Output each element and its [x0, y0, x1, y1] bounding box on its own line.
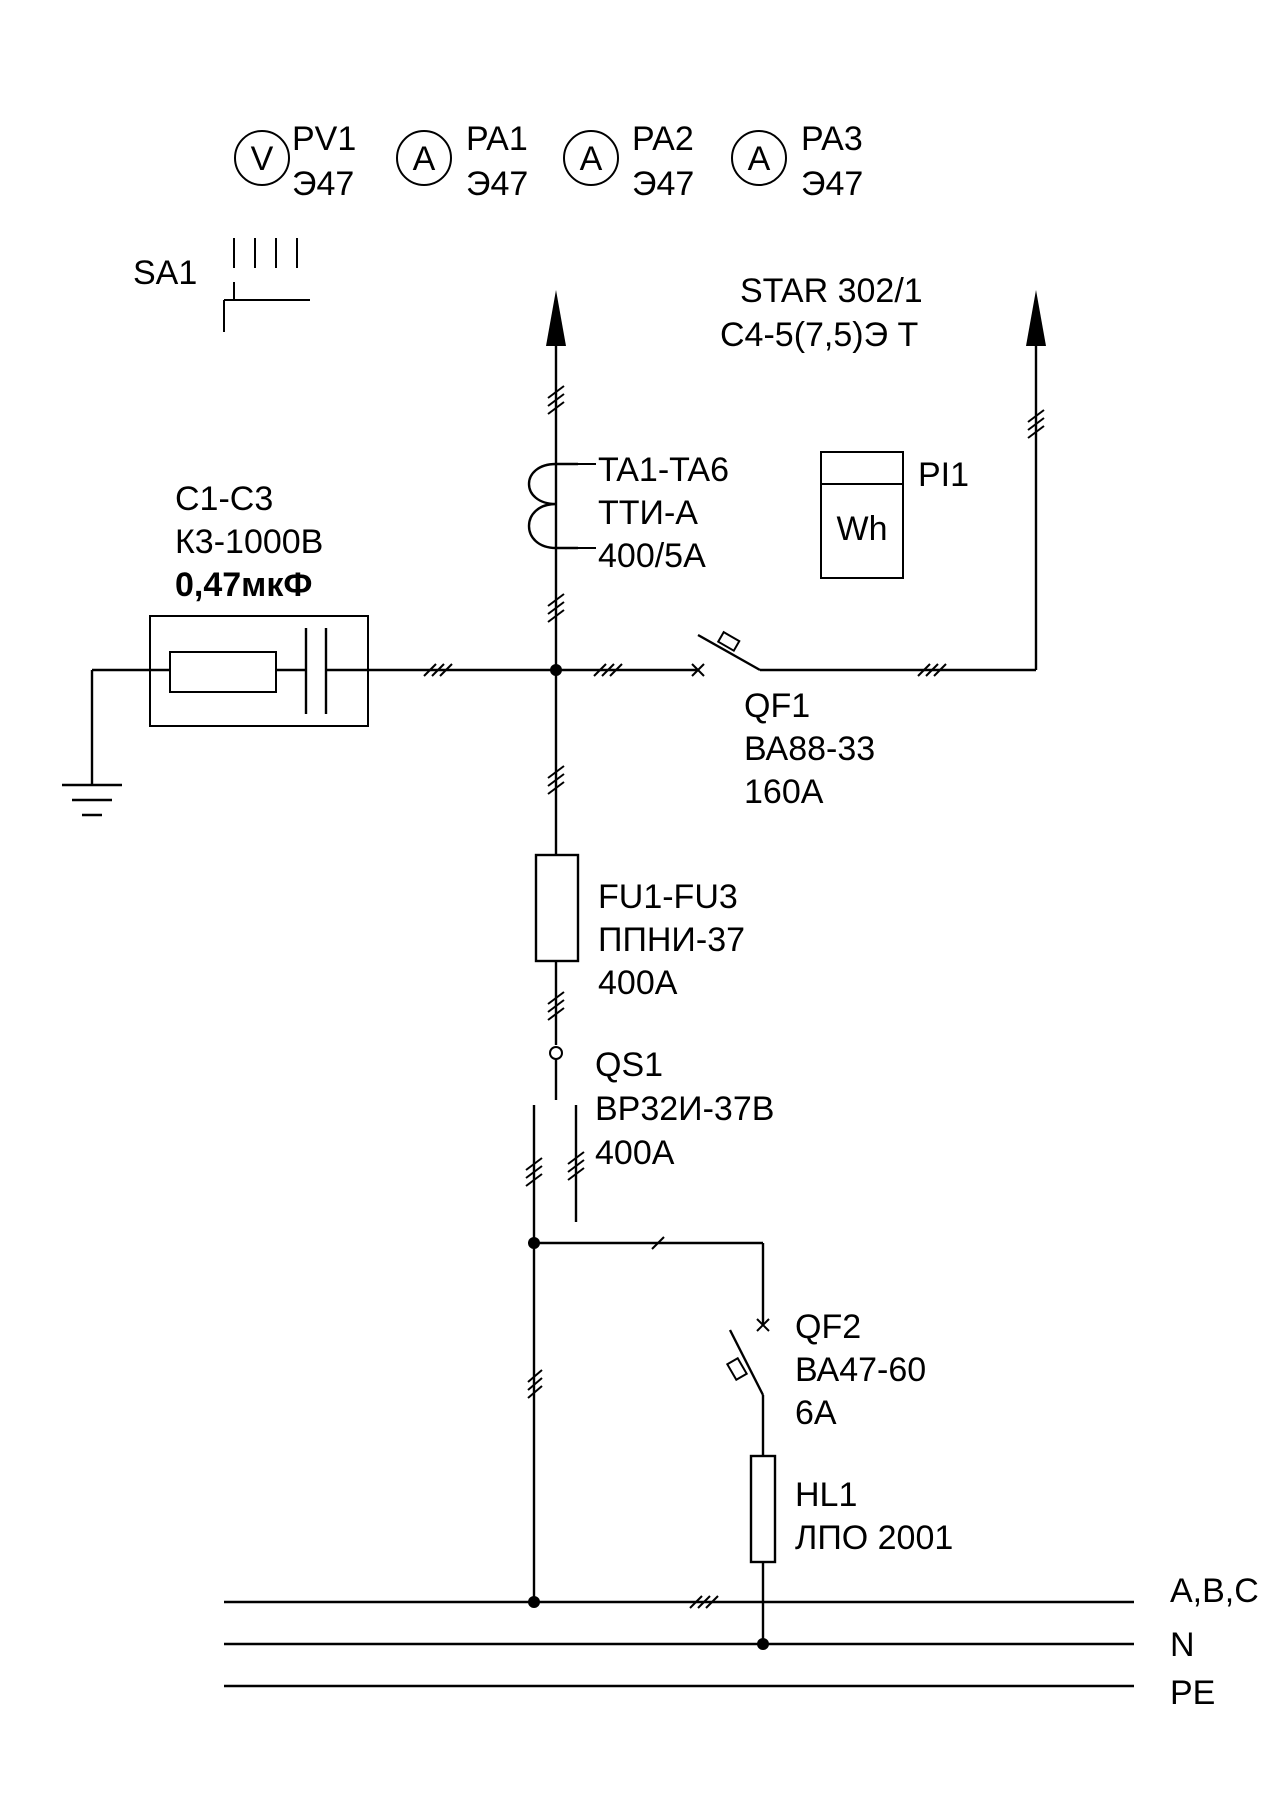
- junction-node: [757, 1638, 769, 1650]
- qf2-type: ВА47-60: [795, 1351, 926, 1389]
- ammeter-symbol: [731, 130, 787, 186]
- ammeter-symbol: [396, 130, 452, 186]
- resistor-symbol: [169, 651, 277, 693]
- ammeter-tag: PA1: [466, 120, 528, 158]
- qf1-tag: QF1: [744, 687, 810, 725]
- ammeter-letter: A: [748, 140, 771, 178]
- breaker-cross-icon: [756, 1318, 770, 1332]
- ct-tag: TA1-TA6: [598, 451, 729, 489]
- ground-icon: [62, 783, 122, 817]
- breaker-qf2: QF2 ВА47-60 6А: [527, 1236, 926, 1456]
- ammeter-tag: PA2: [632, 120, 694, 158]
- ammeter-type: Э47: [632, 165, 694, 203]
- disconnector-qs1: QS1 ВР32И-37В 400А: [525, 1046, 774, 1560]
- voltmeter-type: Э47: [292, 165, 354, 203]
- meter-model: STAR 302/1: [740, 272, 923, 310]
- meter-symbol: Wh: [837, 510, 888, 548]
- meter-spec: С4-5(7,5)Э Т: [720, 316, 918, 354]
- phase-ticks: [547, 385, 565, 1021]
- energy-meter-pi1: STAR 302/1 С4-5(7,5)Э Т Wh PI1: [720, 272, 969, 579]
- ammeter-pa2: A PA2 Э47: [563, 120, 694, 203]
- bus-lines: A,B,C N PE: [224, 1560, 1259, 1712]
- capacitor-type: К3-1000В: [175, 523, 323, 561]
- qs1-type: ВР32И-37В: [595, 1090, 774, 1128]
- lamp-hl1: HL1 ЛПО 2001: [749, 1454, 953, 1644]
- breaker-trip-icon: [716, 630, 741, 653]
- bus-phases-label: A,B,C: [1170, 1572, 1259, 1610]
- ammeter-pa3: A PA3 Э47: [731, 120, 863, 203]
- ammeter-letter: A: [580, 140, 603, 178]
- qf1-type: ВА88-33: [744, 730, 875, 768]
- capacitor-value: 0,47мкФ: [175, 566, 312, 604]
- switch-sa1: SA1: [133, 238, 310, 332]
- breaker-qf1: QF1 ВА88-33 160А: [556, 290, 1046, 811]
- ct-type: ТТИ-А: [598, 494, 698, 532]
- current-transformer-ta: TA1-TA6 ТТИ-А 400/5А: [528, 451, 729, 575]
- qs1-tag: QS1: [595, 1046, 663, 1084]
- meter-box: [820, 451, 904, 579]
- hl1-type: ЛПО 2001: [795, 1519, 953, 1557]
- voltmeter-pv1: V PV1 Э47: [234, 120, 356, 203]
- hl1-tag: HL1: [795, 1476, 857, 1514]
- ammeter-pa1: A PA1 Э47: [396, 120, 528, 203]
- qf1-rating: 160А: [744, 773, 824, 811]
- ct-ratio: 400/5А: [598, 537, 706, 575]
- breaker-trip-icon: [725, 1356, 749, 1382]
- ammeter-tag: PA3: [801, 120, 863, 158]
- fuse-tag: FU1-FU3: [598, 878, 738, 916]
- fuse-rating: 400А: [598, 964, 678, 1002]
- qs1-rating: 400А: [595, 1134, 675, 1172]
- junction-node: [528, 1596, 540, 1608]
- meter-tag: PI1: [918, 456, 969, 494]
- bus-protective-label: PE: [1170, 1674, 1215, 1712]
- ammeter-type: Э47: [466, 165, 528, 203]
- arrow-up-icon: [1026, 290, 1046, 346]
- qf2-rating: 6А: [795, 1394, 837, 1432]
- arrow-up-icon: [546, 290, 566, 346]
- voltmeter-letter: V: [251, 140, 274, 178]
- voltmeter-symbol: [234, 130, 290, 186]
- switch-sa1-tag: SA1: [133, 254, 197, 292]
- qf2-tag: QF2: [795, 1308, 861, 1346]
- capacitor-tag: С1-С3: [175, 480, 273, 518]
- voltmeter-tag: PV1: [292, 120, 356, 158]
- fuse-type: ППНИ-37: [598, 921, 745, 959]
- breaker-cross-icon: [691, 663, 705, 677]
- ammeter-letter: A: [413, 140, 436, 178]
- bus-neutral-label: N: [1170, 1626, 1195, 1664]
- ammeter-type: Э47: [801, 165, 863, 203]
- fuse-fu1-fu3: FU1-FU3 ППНИ-37 400А: [534, 853, 745, 1002]
- ammeter-symbol: [563, 130, 619, 186]
- capacitor-c1-c3: С1-С3 К3-1000В 0,47мкФ: [90, 480, 556, 785]
